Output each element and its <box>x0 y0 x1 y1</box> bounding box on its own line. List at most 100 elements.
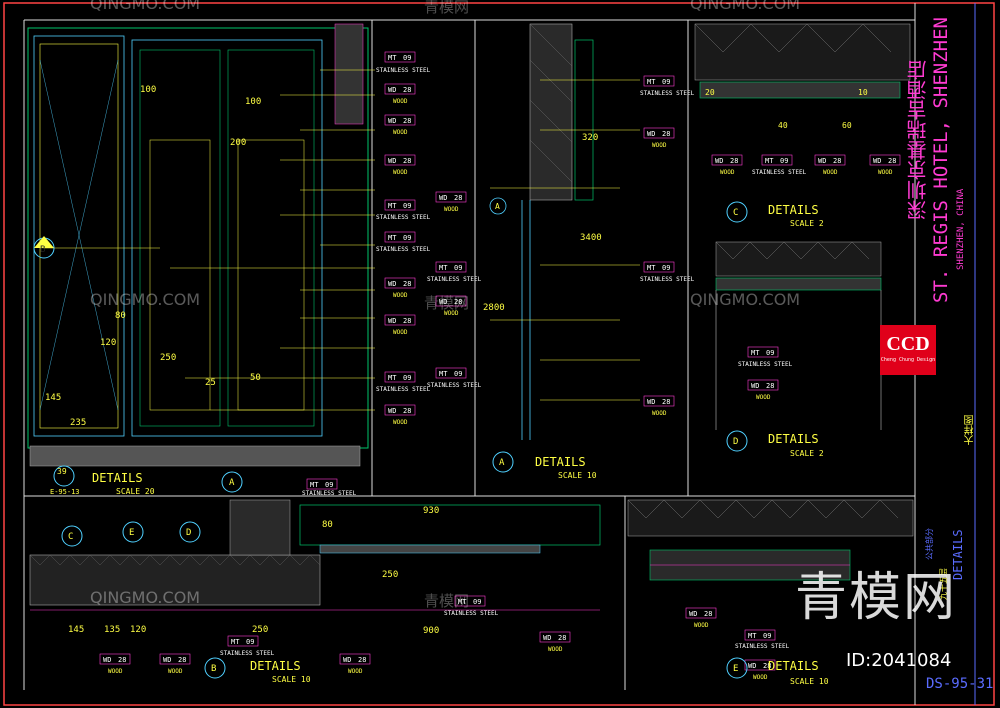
svg-text:MT: MT <box>439 370 448 378</box>
svg-text:WOOD: WOOD <box>878 169 893 176</box>
svg-text:09: 09 <box>403 374 411 382</box>
svg-text:C: C <box>68 532 73 542</box>
svg-text:WOOD: WOOD <box>652 142 667 149</box>
svg-text:STAINLESS STEEL: STAINLESS STEEL <box>738 361 793 368</box>
svg-text:WD: WD <box>543 634 551 642</box>
svg-text:60: 60 <box>842 121 852 130</box>
svg-text:DETAILS: DETAILS <box>951 529 965 580</box>
svg-text:MT: MT <box>388 234 397 242</box>
svg-text:25: 25 <box>205 378 216 388</box>
svg-text:28: 28 <box>178 656 186 664</box>
svg-text:STAINLESS STEEL: STAINLESS STEEL <box>640 276 695 283</box>
svg-text:九十五层: 九十五层 <box>938 568 948 600</box>
svg-text:SCALE 10: SCALE 10 <box>790 677 829 686</box>
svg-text:28: 28 <box>403 157 411 165</box>
hotel-name-cn: 深圳京基瑞吉酒店 <box>906 60 930 220</box>
svg-text:WD: WD <box>388 117 396 125</box>
sheet-type-label: 大样图 <box>965 415 976 445</box>
svg-text:145: 145 <box>68 625 84 635</box>
svg-text:28: 28 <box>403 407 411 415</box>
svg-text:09: 09 <box>473 598 481 606</box>
svg-text:STAINLESS STEEL: STAINLESS STEEL <box>427 382 482 389</box>
svg-text:50: 50 <box>250 373 261 383</box>
svg-text:WOOD: WOOD <box>823 169 838 176</box>
svg-text:STAINLESS STEEL: STAINLESS STEEL <box>302 490 357 497</box>
svg-text:STAINLESS STEEL: STAINLESS STEEL <box>376 386 431 393</box>
svg-text:STAINLESS STEEL: STAINLESS STEEL <box>376 67 431 74</box>
svg-text:MT: MT <box>647 78 656 86</box>
svg-text:09: 09 <box>780 157 788 165</box>
svg-text:WOOD: WOOD <box>393 419 408 426</box>
svg-text:250: 250 <box>252 625 268 635</box>
watermark-large: 青模网 <box>795 568 958 628</box>
svg-text:WD: WD <box>689 610 697 618</box>
svg-text:28: 28 <box>403 117 411 125</box>
svg-text:28: 28 <box>403 280 411 288</box>
panel-section-a: 320 3400 2800 A A DETAILS SCALE 10 <box>483 23 640 480</box>
svg-text:B: B <box>40 245 45 255</box>
svg-text:STAINLESS STEEL: STAINLESS STEEL <box>640 90 695 97</box>
svg-text:MT: MT <box>765 157 774 165</box>
svg-text:09: 09 <box>403 54 411 62</box>
svg-text:09: 09 <box>662 78 670 86</box>
svg-text:145: 145 <box>45 393 61 403</box>
svg-text:WOOD: WOOD <box>393 169 408 176</box>
svg-text:STAINLESS STEEL: STAINLESS STEEL <box>427 276 482 283</box>
svg-text:28: 28 <box>454 298 462 306</box>
svg-text:WOOD: WOOD <box>108 668 123 675</box>
svg-text:100: 100 <box>245 97 261 107</box>
svg-text:MT: MT <box>388 54 397 62</box>
svg-text:WOOD: WOOD <box>393 292 408 299</box>
svg-text:E-95-13: E-95-13 <box>50 488 80 496</box>
svg-text:28: 28 <box>766 382 774 390</box>
svg-text:WOOD: WOOD <box>753 674 768 681</box>
svg-text:C: C <box>733 208 738 218</box>
svg-text:28: 28 <box>558 634 566 642</box>
watermark-cn-3: 青模网 <box>424 592 470 610</box>
svg-text:STAINLESS STEEL: STAINLESS STEEL <box>376 246 431 253</box>
svg-text:STAINLESS STEEL: STAINLESS STEEL <box>376 214 431 221</box>
svg-text:120: 120 <box>100 338 116 348</box>
svg-text:2800: 2800 <box>483 303 505 313</box>
svg-text:WD: WD <box>388 317 396 325</box>
svg-text:135: 135 <box>104 625 120 635</box>
svg-text:09: 09 <box>403 202 411 210</box>
svg-text:A: A <box>229 478 235 488</box>
svg-text:A: A <box>499 458 505 468</box>
svg-text:WD: WD <box>647 130 655 138</box>
svg-text:WD: WD <box>388 86 396 94</box>
svg-text:3400: 3400 <box>580 233 602 243</box>
svg-text:MT: MT <box>388 202 397 210</box>
svg-text:STAINLESS STEEL: STAINLESS STEEL <box>220 650 275 657</box>
svg-text:DETAILS: DETAILS <box>768 432 819 446</box>
svg-text:WD: WD <box>748 662 756 670</box>
svg-text:200: 200 <box>230 138 246 148</box>
svg-text:28: 28 <box>662 130 670 138</box>
svg-text:WD: WD <box>439 194 447 202</box>
svg-text:WD: WD <box>715 157 723 165</box>
watermark-cn-2: 青模网 <box>424 294 470 312</box>
svg-text:MT: MT <box>751 349 760 357</box>
svg-text:09: 09 <box>403 234 411 242</box>
svg-text:28: 28 <box>403 317 411 325</box>
firm-logo: CCD Cheng Chung Design <box>880 325 936 375</box>
svg-text:MT: MT <box>388 374 397 382</box>
outer-frame <box>3 2 995 706</box>
